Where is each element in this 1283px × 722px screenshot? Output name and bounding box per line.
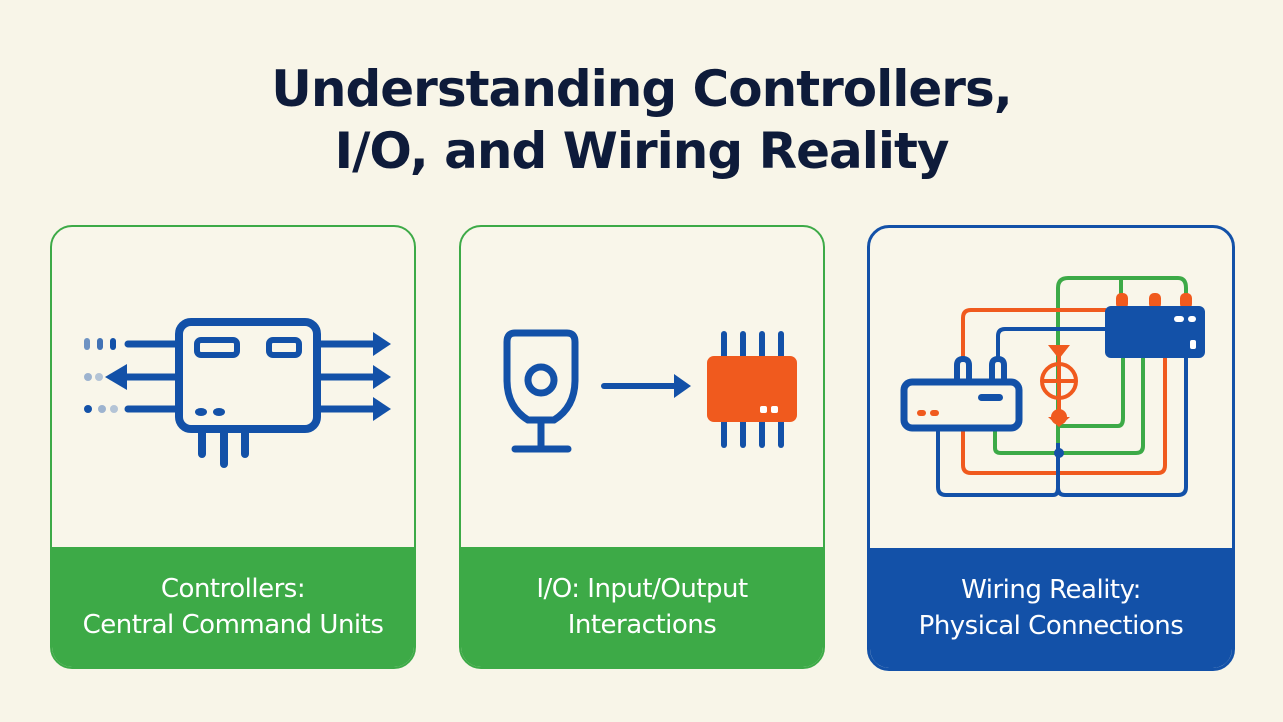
card-footer: I/O: Input/Output Interactions bbox=[461, 547, 823, 667]
card-wiring: Wiring Reality: Physical Connections bbox=[867, 225, 1235, 671]
page-title: Understanding Controllers, I/O, and Wiri… bbox=[0, 58, 1283, 182]
card-heading: Wiring Reality: bbox=[961, 575, 1141, 605]
controller-icon bbox=[84, 318, 391, 468]
sensor-to-chip-icon bbox=[503, 329, 797, 453]
card-io: I/O: Input/Output Interactions bbox=[459, 225, 825, 669]
device-icon bbox=[900, 356, 1023, 432]
card-heading: I/O: Input/Output bbox=[536, 574, 748, 604]
card-controllers: Controllers: Central Command Units bbox=[50, 225, 416, 669]
valve-icon bbox=[1040, 353, 1078, 413]
wiring-diagram-icon bbox=[900, 276, 1205, 497]
controller-box-icon bbox=[1105, 293, 1205, 358]
card-heading: Controllers: bbox=[160, 574, 306, 604]
title-line-2: I/O, and Wiring Reality bbox=[334, 122, 949, 180]
title-line-1: Understanding Controllers, bbox=[271, 60, 1012, 118]
card-subheading: Interactions bbox=[567, 610, 717, 640]
card-footer: Wiring Reality: Physical Connections bbox=[870, 548, 1232, 668]
card-subheading: Central Command Units bbox=[82, 610, 384, 640]
chip-icon bbox=[707, 331, 797, 448]
sensor-icon bbox=[503, 329, 579, 453]
card-subheading: Physical Connections bbox=[918, 611, 1184, 641]
card-footer: Controllers: Central Command Units bbox=[52, 547, 414, 667]
